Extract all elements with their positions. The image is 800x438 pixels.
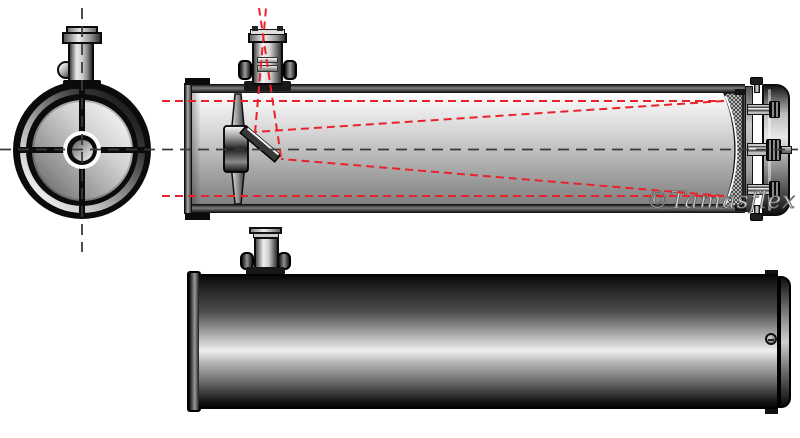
- bottom-focuser-base: [246, 267, 285, 276]
- collimation-bolt-bottom-shaft: [747, 184, 771, 195]
- side-tube-front-rim: [184, 83, 192, 214]
- side-focuser-knob-right: [283, 60, 297, 80]
- side-focuser-body: [252, 40, 283, 85]
- collimation-bolt-top-head: [769, 101, 780, 118]
- cap-screw-bottom-head: [750, 213, 763, 221]
- side-tube-front-tab-bottom: [185, 213, 210, 220]
- cap-screw-top-shaft: [754, 84, 760, 93]
- side-tube-front-tab-top: [185, 78, 210, 85]
- side-tube-interior: [185, 93, 745, 204]
- side-focuser-nub-left: [252, 26, 258, 31]
- front-focuser-lip: [66, 26, 98, 34]
- bottom-rear-tab-bottom: [765, 406, 778, 414]
- bottom-tube-body: [199, 274, 778, 409]
- side-tube-top-wall: [185, 84, 745, 93]
- front-focuser-collar: [63, 80, 101, 89]
- side-focuser-drawtube-band: [257, 65, 278, 72]
- bottom-rear-cap: [777, 276, 791, 408]
- collimation-bolt-middle-shaft: [747, 143, 768, 156]
- bottom-cap-screw: [765, 333, 777, 345]
- side-focuser-nub-right: [277, 26, 283, 31]
- side-focuser-drawtube-band: [257, 57, 278, 63]
- collimation-bolt-bottom-head: [769, 181, 780, 198]
- side-focuser-knob-left: [238, 60, 252, 80]
- side-tube-bottom-wall: [185, 204, 745, 213]
- collimation-bolt-middle-tail: [781, 146, 792, 154]
- collimation-bolt-top-shaft: [747, 104, 771, 115]
- collimation-bolt-middle-head: [766, 139, 781, 161]
- front-secondary-disc: [71, 139, 93, 161]
- bottom-cap-screw-slot: [768, 339, 774, 341]
